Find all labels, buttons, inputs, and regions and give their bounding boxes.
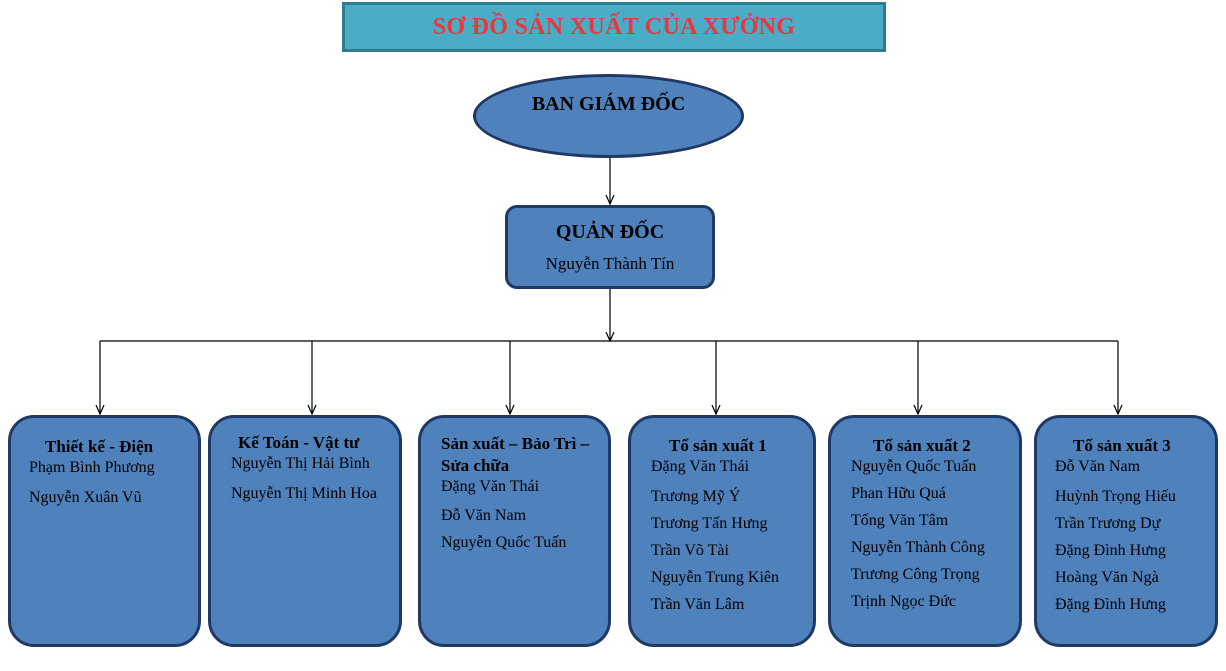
dept-production-team-3: Tổ sản xuất 3 Đỗ Văn Nam Huỳnh Trọng Hiế… [1034, 415, 1218, 647]
dept-production-maintenance: Sản xuất – Bảo Trì – Sửa chữa Đặng Văn T… [418, 415, 611, 647]
member-name: Nguyễn Quốc Tuấn [851, 458, 977, 475]
member-name: Tống Văn Tâm [851, 512, 949, 529]
member-list: Đặng Văn Thái Trương Mỹ Ý Trương Tấn Hưn… [651, 457, 816, 615]
member-name: Đặng Đình Hưng [1055, 542, 1166, 559]
member-name: Phan Hữu Quá [851, 485, 946, 502]
member-name: Đặng Đình Hưng [1055, 596, 1166, 613]
member-name: Nguyễn Quốc Tuấn [441, 534, 567, 551]
page-title: SƠ ĐỒ SẢN XUẤT CỦA XƯỞNG [432, 13, 796, 40]
member-list: Đặng Văn Thái Đỗ Văn Nam Nguyễn Quốc Tuấ… [441, 477, 606, 553]
member-list: Đỗ Văn Nam Huỳnh Trọng Hiếu Trần Trương … [1055, 457, 1217, 615]
member-name: Nguyễn Thị Hải Bình [231, 455, 370, 472]
dept-production-team-2: Tổ sản xuất 2 Nguyễn Quốc Tuấn Phan Hữu … [828, 415, 1022, 647]
manager-title: QUẢN ĐỐC [555, 221, 665, 243]
member-name: Huỳnh Trọng Hiếu [1055, 488, 1176, 505]
member-list: Phạm Bình Phương Nguyễn Xuân Vũ [29, 458, 199, 508]
dept-title: Kế Toán - Vật tư [238, 433, 360, 452]
member-name: Trần Trương Dự [1055, 515, 1161, 532]
member-name: Đỗ Văn Nam [441, 507, 527, 524]
member-name: Đỗ Văn Nam [1055, 458, 1141, 475]
member-name: Trương Tấn Hưng [651, 515, 768, 532]
member-list: Nguyễn Thị Hải Bình Nguyễn Thị Minh Hoa [231, 454, 381, 504]
dept-accounting-materials: Kế Toán - Vật tư Nguyễn Thị Hải Bình Ngu… [208, 415, 402, 647]
member-name: Trần Võ Tài [651, 542, 729, 559]
dept-title: Tổ sản xuất 3 [1073, 436, 1171, 455]
member-name: Hoàng Văn Ngà [1055, 569, 1159, 586]
dept-production-team-1: Tổ sản xuất 1 Đặng Văn Thái Trương Mỹ Ý … [628, 415, 816, 647]
member-name: Trương Công Trọng [851, 566, 980, 583]
member-name: Trịnh Ngọc Đức [851, 593, 956, 610]
member-name: Đặng Văn Thái [651, 458, 750, 475]
title-banner: SƠ ĐỒ SẢN XUẤT CỦA XƯỞNG [342, 2, 886, 52]
dept-title: Sản xuất – Bảo Trì – Sửa chữa [441, 434, 590, 475]
member-name: Trần Văn Lâm [651, 596, 745, 613]
member-list: Nguyễn Quốc Tuấn Phan Hữu Quá Tống Văn T… [851, 457, 1019, 612]
member-name: Trương Mỹ Ý [651, 488, 741, 505]
member-name: Nguyễn Thị Minh Hoa [231, 485, 377, 502]
member-name: Nguyễn Thành Công [851, 539, 985, 556]
dept-title: Thiết kế - Điện [45, 437, 154, 456]
member-name: Phạm Bình Phương [29, 459, 155, 476]
dept-title: Tổ sản xuất 2 [873, 436, 971, 455]
board-label: BAN GIÁM ĐỐC [531, 93, 686, 115]
dept-title: Tổ sản xuất 1 [669, 436, 767, 455]
board-of-directors-node: BAN GIÁM ĐỐC [473, 74, 744, 158]
member-name: Đặng Văn Thái [441, 478, 540, 495]
manager-name: Nguyễn Thành Tín [545, 254, 675, 273]
member-name: Nguyễn Trung Kiên [651, 569, 780, 586]
manager-node: QUẢN ĐỐC Nguyễn Thành Tín [505, 205, 715, 289]
dept-design-electrical: Thiết kế - Điện Phạm Bình Phương Nguyễn … [8, 415, 201, 647]
member-name: Nguyễn Xuân Vũ [29, 489, 142, 506]
